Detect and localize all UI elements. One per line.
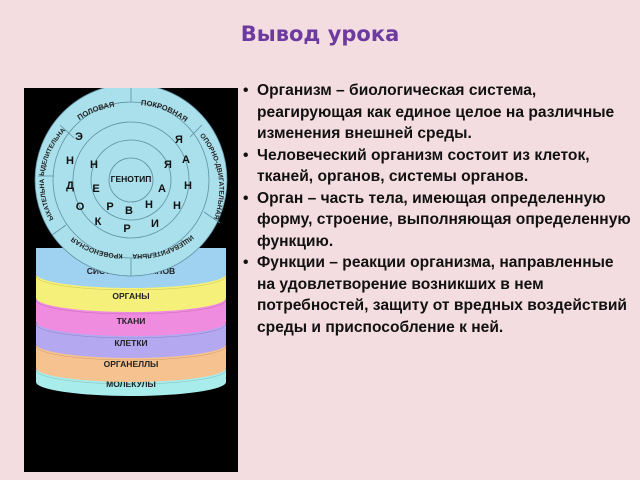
- ring-letter-11: Я: [175, 134, 183, 146]
- layer-label-tissues: ТКАНИ: [117, 316, 146, 326]
- ring-letter-8: Н: [173, 200, 181, 212]
- ring-letter-4: О: [76, 201, 85, 213]
- inner-letter-3: Р: [106, 201, 113, 213]
- bullet-functions: Функции – реакции организма, направленны…: [243, 252, 633, 338]
- bullet-human-body: Человеческий организм состоит из клеток,…: [243, 145, 633, 188]
- layer-label-molecules: МОЛЕКУЛЫ: [106, 379, 156, 389]
- inner-letter-6: А: [158, 183, 166, 195]
- bullet-organism: Организм – биологическая система, реагир…: [243, 80, 633, 145]
- slide-title: Вывод урока: [240, 22, 400, 46]
- bullet-organ: Орган – часть тела, имеющая определенную…: [243, 188, 633, 253]
- layer-label-cells: КЛЕТКИ: [114, 338, 147, 348]
- layer-label-organs: ОРГАНЫ: [112, 291, 149, 301]
- ring-letter-10: А: [182, 154, 190, 166]
- genotype-label: ГЕНОТИП: [111, 174, 152, 184]
- organism-levels-diagram: МОЛЕКУЛЫ ОРГАНЕЛЛЫ КЛЕТКИ ТКАНИ ОРГАНЫ: [24, 88, 238, 472]
- ring-letter-1: Э: [75, 131, 83, 143]
- summary-bullets: Организм – биологическая система, реагир…: [243, 80, 633, 338]
- inner-letter-1: Н: [90, 159, 98, 171]
- inner-letter-5: Н: [145, 199, 153, 211]
- ring-letter-7: И: [151, 218, 159, 230]
- inner-letter-2: Е: [92, 183, 99, 195]
- ring-letter-6: Р: [123, 223, 130, 235]
- inner-letter-7: Я: [164, 159, 172, 171]
- ring-letter-5: К: [95, 216, 102, 228]
- ring-letter-2: Н: [66, 155, 74, 167]
- layer-label-organelles: ОРГАНЕЛЛЫ: [104, 359, 159, 369]
- ring-letter-3: Д: [66, 180, 74, 192]
- ring-letter-9: Н: [184, 180, 192, 192]
- inner-letter-4: В: [125, 205, 133, 217]
- genotype-disc: ПОЛОВАЯ ПОКРОВНАЯ ОПОРНО-ДВИГАТЕЛЬНАЯ ПИ…: [24, 88, 228, 277]
- diagram-svg: МОЛЕКУЛЫ ОРГАНЕЛЛЫ КЛЕТКИ ТКАНИ ОРГАНЫ: [24, 88, 228, 396]
